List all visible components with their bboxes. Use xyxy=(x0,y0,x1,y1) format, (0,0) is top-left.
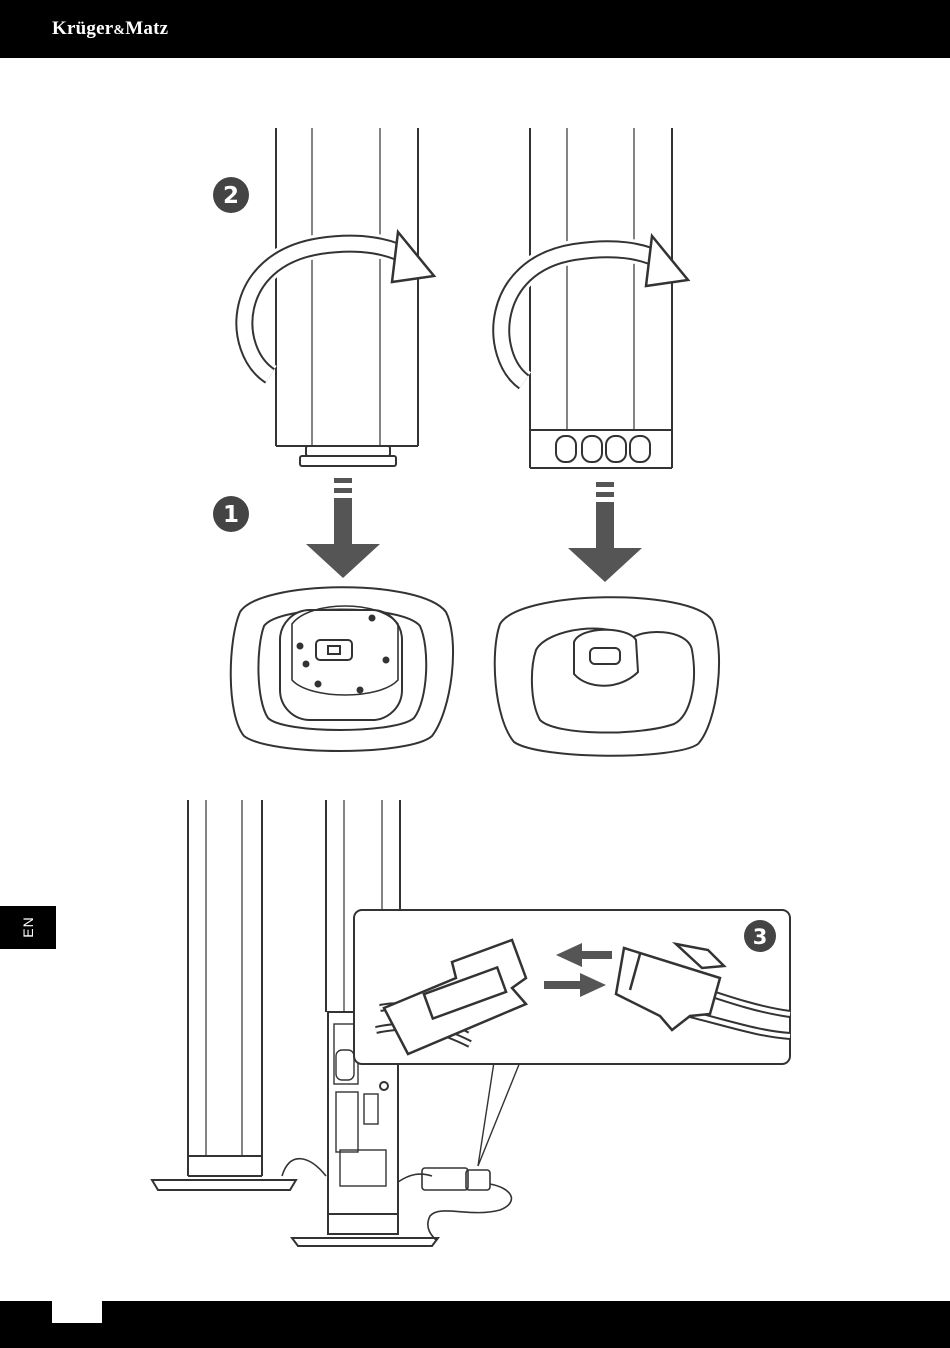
step-number-2: 2 xyxy=(223,183,239,209)
step-badge-3: 3 xyxy=(744,920,776,952)
front-speaker xyxy=(152,800,296,1190)
step-number-1: 1 xyxy=(223,502,239,528)
base-plate-right xyxy=(495,597,719,756)
rotate-arrow-left xyxy=(244,232,434,376)
step-badge-2: 2 xyxy=(213,177,249,213)
down-arrow-right xyxy=(568,482,642,582)
speaker-cable xyxy=(282,1062,520,1240)
base-plate-left xyxy=(231,587,453,751)
page-number-box xyxy=(52,1301,102,1323)
connector-callout: 3 xyxy=(354,910,790,1064)
step-number-3: 3 xyxy=(753,925,768,949)
right-column-upper xyxy=(530,128,672,468)
down-arrow-left xyxy=(306,478,380,578)
footer-bar xyxy=(0,1301,950,1348)
left-column-upper xyxy=(276,128,418,466)
step-badge-1: 1 xyxy=(213,496,249,532)
